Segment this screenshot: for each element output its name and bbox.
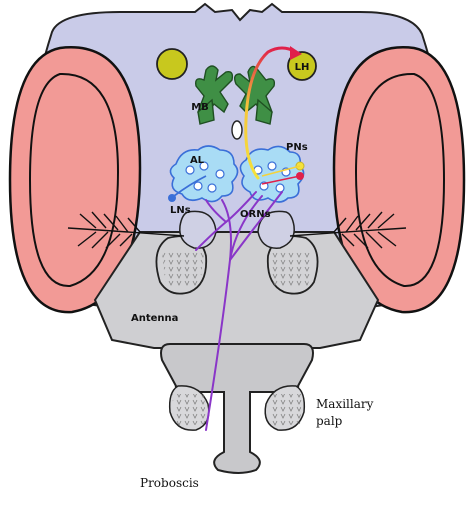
mushroom-bodies (194, 65, 276, 125)
face-plate (93, 231, 380, 349)
label-maxillary: Maxillary (316, 397, 374, 411)
label-mb: MB (191, 102, 209, 113)
label-proboscis: Proboscis (140, 476, 199, 490)
antennae (155, 210, 319, 295)
antennal-lobe-right (239, 145, 305, 203)
label-palp: palp (316, 414, 343, 428)
orn-arrow (261, 175, 301, 185)
pn-tract (244, 46, 298, 180)
ocellus-right (287, 51, 317, 81)
aristae (67, 211, 407, 249)
label-pns: PNs (286, 142, 308, 153)
central-body (231, 120, 243, 140)
local-neurons (168, 175, 207, 202)
label-lns: LNs (170, 205, 191, 216)
orn-tracts (195, 191, 283, 431)
label-antenna: Antenna (131, 313, 178, 324)
ocellus-left (156, 48, 188, 80)
pn-arrowhead (290, 46, 302, 60)
pn-output-line (261, 165, 301, 177)
label-lh: LH (295, 62, 310, 73)
ln-dot-icon (168, 194, 176, 202)
label-al: AL (190, 155, 205, 166)
label-orns: ORNs (240, 209, 271, 220)
maxillary-palps (168, 385, 306, 431)
